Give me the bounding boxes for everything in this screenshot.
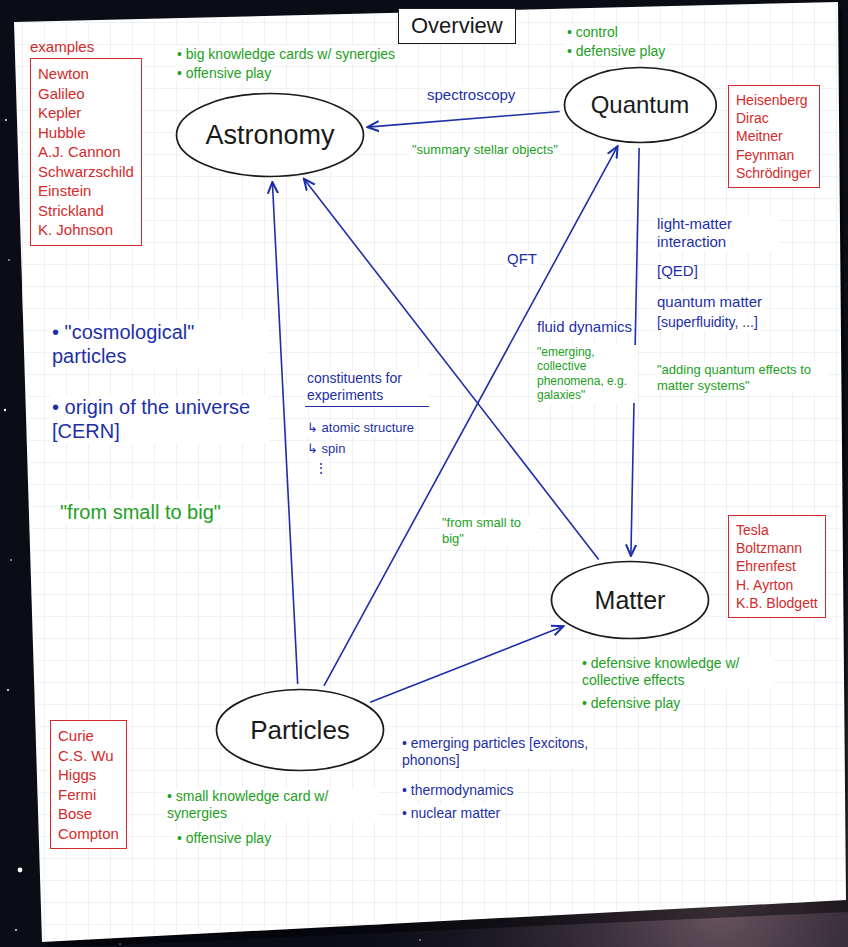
- star: [8, 259, 10, 261]
- person-name: Schrödinger: [736, 164, 812, 182]
- person-name: Kepler: [38, 103, 134, 123]
- note-text: • big knowledge cards w/ synergies: [175, 46, 397, 63]
- star: [7, 689, 9, 691]
- list-border: CurieC.S. WuHiggsFermiBoseCompton: [50, 720, 127, 849]
- note-text: [superfluidity, ...]: [655, 314, 760, 331]
- star: [10, 559, 12, 561]
- topic-ellipse: Quantum: [563, 66, 718, 144]
- name-list-box: CurieC.S. WuHiggsFermiBoseCompton: [50, 720, 127, 849]
- note-text: ↳ atomic structure: [305, 420, 416, 436]
- note-text: [QED]: [655, 262, 700, 280]
- person-name: K. Johnson: [38, 220, 134, 240]
- edge-label: spectroscopy: [425, 86, 517, 104]
- person-name: Einstein: [38, 181, 134, 201]
- person-name: Feynman: [736, 146, 812, 164]
- star: [18, 868, 23, 873]
- note-text: • nuclear matter: [400, 805, 502, 822]
- person-name: Tesla: [736, 521, 818, 539]
- person-name: H. Ayrton: [736, 576, 818, 594]
- star: [5, 119, 7, 121]
- edge-label: light-matter interaction: [655, 215, 779, 251]
- edge-label: QFT: [505, 250, 539, 268]
- person-name: Curie: [58, 726, 119, 746]
- note-text: "from small to big": [440, 515, 539, 546]
- topic-name: Particles: [250, 715, 350, 746]
- name-list-box: HeisenbergDiracMeitnerFeynmanSchrödinger: [728, 85, 820, 188]
- person-name: Heisenberg: [736, 91, 812, 109]
- note-text: "summary stellar objects": [410, 142, 560, 158]
- note-text: • defensive play: [580, 695, 682, 712]
- note-text: • "cosmological" particles: [50, 320, 269, 368]
- topic-name: Matter: [595, 586, 666, 615]
- star: [4, 409, 6, 411]
- note-text: • origin of the universe [CERN]: [50, 395, 269, 443]
- relation-arrow: [370, 626, 563, 702]
- note-text: • offensive play: [175, 65, 273, 82]
- person-name: Bose: [58, 804, 119, 824]
- relation-arrow: [272, 182, 297, 684]
- list-border: HeisenbergDiracMeitnerFeynmanSchrödinger: [728, 85, 820, 188]
- paper: [14, 2, 846, 942]
- star: [419, 939, 420, 940]
- note-text: • defensive play: [565, 43, 667, 60]
- ellipse-text-holder: Particles: [250, 715, 350, 746]
- paper-grid: [14, 2, 846, 942]
- person-name: Compton: [58, 824, 119, 844]
- ellipse-text-holder: Matter: [595, 586, 666, 615]
- star: [15, 929, 17, 931]
- topic-ellipse: Matter: [550, 560, 710, 640]
- person-name: Ehrenfest: [736, 557, 818, 575]
- person-name: Galileo: [38, 84, 134, 104]
- relation-arrow: [367, 112, 559, 128]
- list-border: NewtonGalileoKeplerHubbleA.J. CannonSchw…: [30, 58, 142, 246]
- ellipse-text-holder: Astronomy: [205, 120, 334, 151]
- list-heading: examples: [30, 38, 142, 55]
- person-name: Hubble: [38, 123, 134, 143]
- topic-ellipse: Particles: [215, 688, 385, 772]
- note-text: quantum matter: [655, 293, 764, 311]
- note-text: • thermodynamics: [400, 782, 516, 799]
- person-name: Meitner: [736, 127, 812, 145]
- person-name: Higgs: [58, 765, 119, 785]
- note-text: ⋮: [312, 460, 330, 477]
- ellipse-line: [552, 562, 709, 639]
- person-name: K.B. Blodgett: [736, 594, 818, 612]
- note-text: • emerging particles [excitons, phonons]: [400, 735, 594, 769]
- person-name: C.S. Wu: [58, 746, 119, 766]
- topic-name: Astronomy: [205, 120, 334, 151]
- note-text: • offensive play: [175, 830, 273, 847]
- person-name: Strickland: [38, 201, 134, 221]
- person-name: Schwarzschild: [38, 162, 134, 182]
- note-text: • control: [565, 24, 620, 41]
- person-name: A.J. Cannon: [38, 142, 134, 162]
- name-list-box: TeslaBoltzmannEhrenfestH. AyrtonK.B. Blo…: [728, 515, 826, 618]
- topic-ellipse: Astronomy: [175, 92, 365, 178]
- note-text: ↳ spin: [305, 441, 347, 457]
- ellipse-line: [564, 68, 716, 143]
- ellipse-text-holder: Quantum: [591, 91, 690, 119]
- note-text: constituents for experiments: [305, 370, 429, 407]
- note-text: • defensive knowledge w/ collective effe…: [580, 655, 774, 689]
- ellipse-line: [177, 94, 364, 177]
- ellipse-line: [217, 690, 384, 771]
- note-text: • small knowledge card w/ synergies: [165, 788, 379, 822]
- person-name: Fermi: [58, 785, 119, 805]
- name-list-box: examplesNewtonGalileoKeplerHubbleA.J. Ca…: [30, 38, 142, 246]
- note-text: "adding quantum effects to matter system…: [655, 362, 829, 393]
- edge-label: fluid dynamics: [535, 318, 634, 336]
- list-border: TeslaBoltzmannEhrenfestH. AyrtonK.B. Blo…: [728, 515, 826, 618]
- person-name: Newton: [38, 64, 134, 84]
- title-box: Overview: [398, 8, 516, 44]
- person-name: Boltzmann: [736, 539, 818, 557]
- note-text: "from small to big": [58, 500, 223, 524]
- topic-name: Quantum: [591, 91, 690, 119]
- person-name: Dirac: [736, 109, 812, 127]
- note-text: "emerging, collective phenomena, e.g. ga…: [535, 345, 637, 403]
